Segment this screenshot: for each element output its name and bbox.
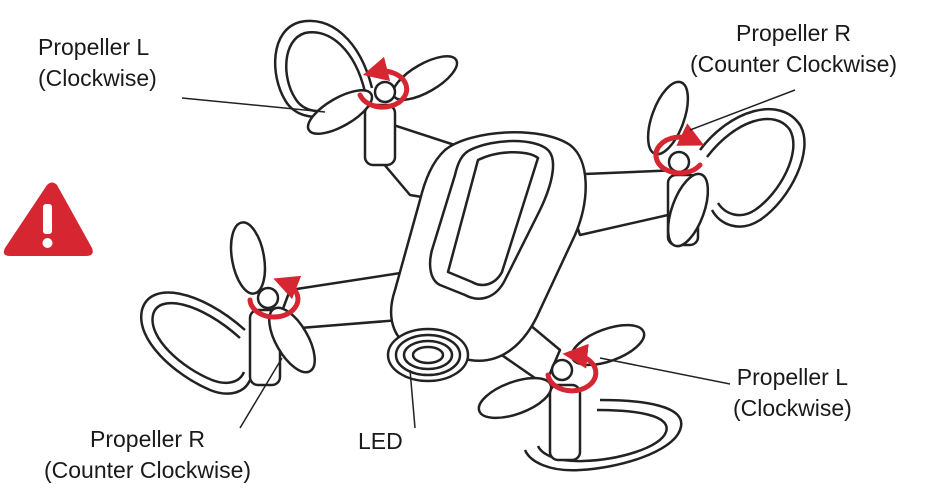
label-propeller-rear-left: Propeller R (Counter Clockwise)	[44, 424, 251, 486]
label-line1: Propeller R	[736, 20, 852, 46]
propeller-guards	[139, 19, 806, 472]
label-line2: (Clockwise)	[38, 65, 157, 91]
label-led: LED	[358, 426, 403, 457]
label-line1: Propeller R	[90, 426, 206, 452]
warning-triangle-icon	[3, 182, 93, 256]
label-line2: (Counter Clockwise)	[690, 51, 898, 77]
led-lens	[386, 327, 470, 383]
drone-body	[273, 118, 692, 387]
rotation-arrow-icon	[247, 56, 705, 394]
label-line2: (Counter Clockwise)	[44, 457, 252, 483]
leader-lines	[181, 89, 796, 429]
label-line1: Propeller L	[38, 34, 150, 60]
label-propeller-front-right: Propeller R (Counter Clockwise)	[690, 18, 897, 80]
label-propeller-rear-right: Propeller L (Clockwise)	[733, 362, 852, 424]
label-led-text: LED	[358, 428, 403, 454]
label-line1: Propeller L	[736, 364, 849, 390]
label-line2: (Clockwise)	[733, 395, 852, 421]
label-propeller-front-left: Propeller L (Clockwise)	[38, 32, 157, 94]
